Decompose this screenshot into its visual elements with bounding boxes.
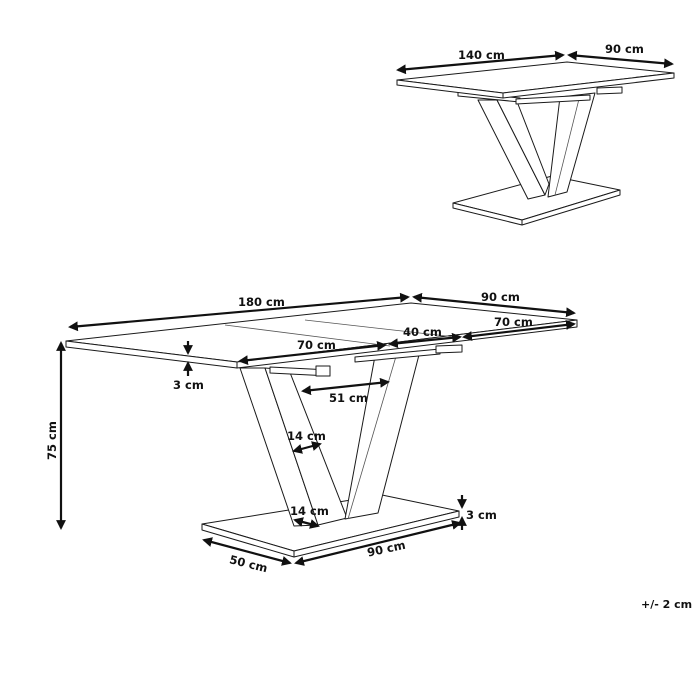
compact-table-top [396,61,675,99]
base-length-label: 90 cm [366,538,407,560]
compact-width-label: 90 cm [605,42,644,56]
leaf-left-label: 70 cm [297,338,336,352]
leaf-middle-dimension: 40 cm [388,325,462,349]
compact-length-label: 140 cm [458,48,505,62]
leg-width-upper-label: 14 cm [287,429,326,443]
top-thickness-label: 3 cm [173,378,204,392]
compact-base-plate [452,175,621,226]
width-dimension: 90 cm [412,290,576,318]
leg-gap-label: 51 cm [329,391,368,405]
leaf-right-label: 70 cm [494,315,533,329]
length-label: 180 cm [238,295,285,309]
v-leg-right [344,350,421,520]
compact-v-legs [477,92,596,200]
base-thickness-dimension: 3 cm [457,495,497,530]
top-thickness-dimension: 3 cm [173,341,204,392]
extended-table-view: 180 cm 90 cm 70 cm 40 cm 70 cm 3 cm [45,290,578,575]
tolerance-note: +/- 2 cm [641,598,692,611]
compact-width-dimension: 90 cm [567,42,674,69]
height-dimension: 75 cm [45,341,66,530]
base-thickness-label: 3 cm [466,508,497,522]
leg-width-upper-dimension: 14 cm [287,429,326,454]
leaf-right-dimension: 70 cm [462,315,576,341]
width-label: 90 cm [481,290,520,304]
extended-table-top [65,302,578,369]
leg-width-lower-label: 14 cm [290,504,329,518]
height-label: 75 cm [45,421,59,460]
compact-table-view: 140 cm 90 cm [396,42,675,226]
leaf-middle-label: 40 cm [403,325,442,339]
length-dimension: 180 cm [68,292,410,332]
leg-gap-dimension: 51 cm [301,377,390,405]
compact-length-dimension: 140 cm [396,48,565,75]
leaf-left-dimension: 70 cm [238,338,387,366]
